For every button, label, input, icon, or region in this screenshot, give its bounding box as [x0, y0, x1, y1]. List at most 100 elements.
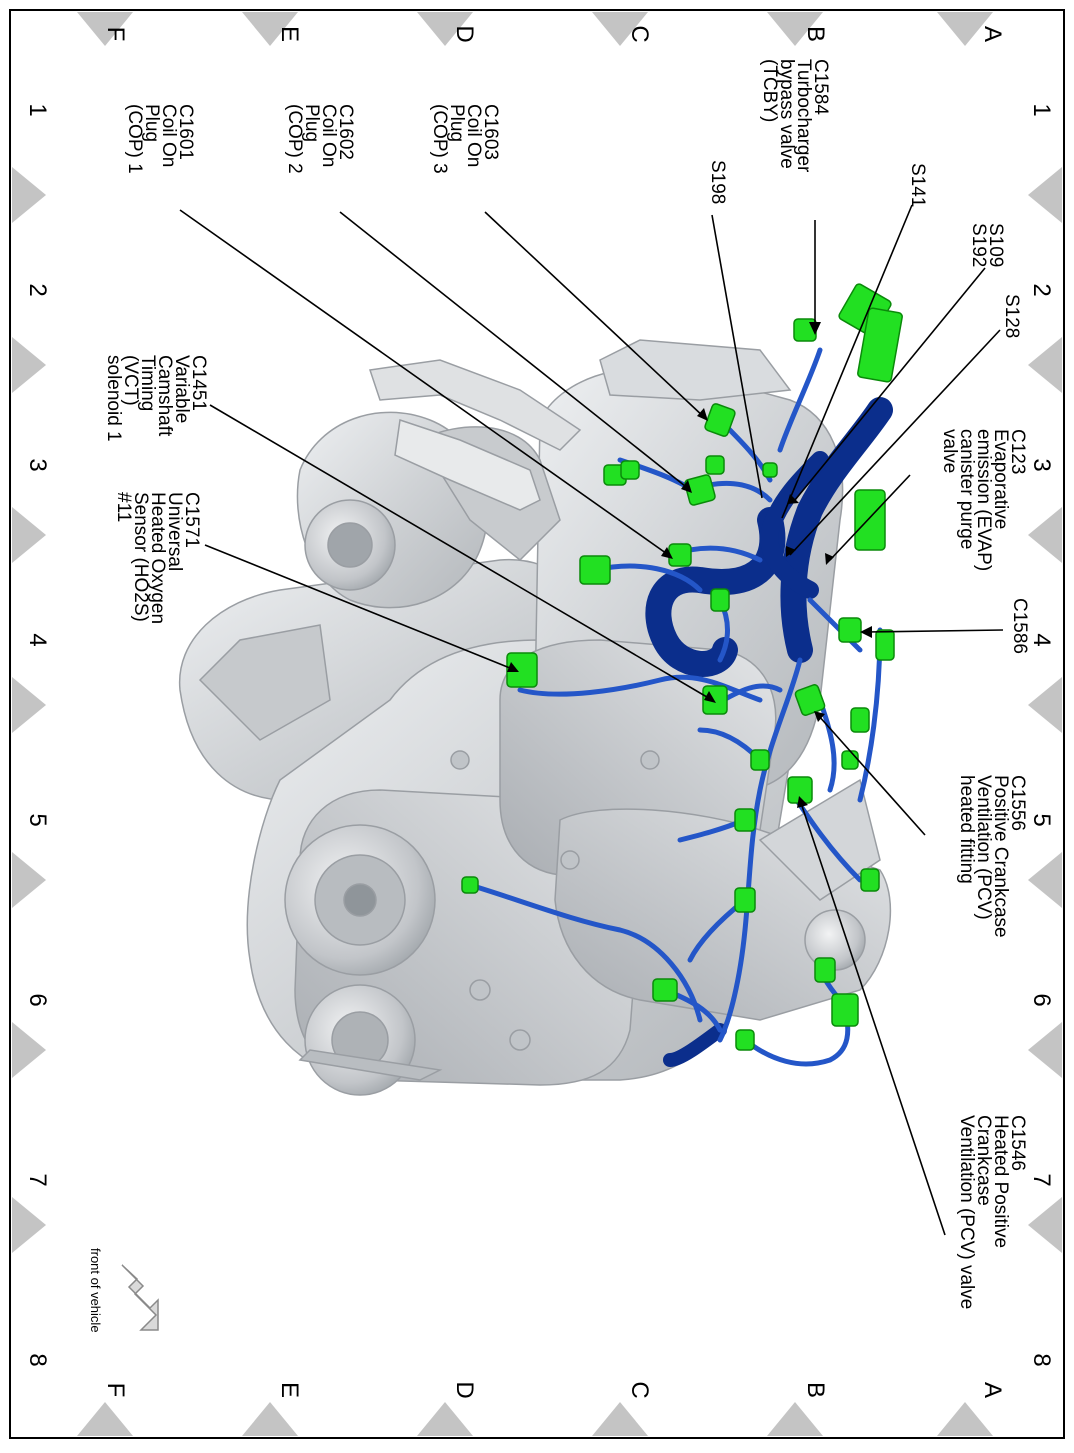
frame-triangle [242, 1402, 298, 1436]
callout-c1571-line-3: Sensor (HO2S) [130, 492, 151, 622]
callout-c1571-line-0: C1571 [181, 492, 202, 548]
callout-c1584-line-0: C1584 [810, 59, 831, 115]
grid-column-6: 6 [24, 993, 51, 1006]
callout-c1571-line-1: Universal [164, 492, 185, 571]
front-of-vehicle-label: front of vehicle [88, 1248, 103, 1333]
grid-column-2: 2 [24, 283, 51, 296]
grid-column-6: 6 [1028, 993, 1055, 1006]
direction-arrow-icon [121, 1264, 159, 1331]
leader-s141 [781, 204, 913, 519]
frame-triangle [1028, 337, 1062, 393]
grid-column-8: 8 [1028, 1353, 1055, 1366]
harness-branch-trunk-2 [760, 451, 829, 599]
callout-c1602-line-0: C1602 [335, 104, 356, 160]
leader-c1603 [484, 211, 706, 419]
callout-c1602-line-3: (COP) 2 [284, 104, 305, 174]
connector-icon [875, 629, 895, 661]
leader-c1546 [799, 799, 946, 1236]
grid-column-4: 4 [1028, 633, 1055, 646]
frame-triangle [592, 12, 648, 46]
frame-triangle [417, 1402, 473, 1436]
callout-s109-line-1: S192 [968, 223, 989, 267]
connector-icon [841, 750, 859, 770]
frame-triangle [12, 1197, 46, 1253]
callout-s198-line-0: S198 [707, 160, 728, 204]
connector-icon [854, 489, 886, 551]
grid-column-3: 3 [1028, 458, 1055, 471]
connector-icon [684, 474, 716, 506]
connector-icon [750, 749, 770, 771]
frame-triangle [1028, 167, 1062, 223]
connector-icon [735, 1029, 755, 1051]
grid-column-5: 5 [1028, 813, 1055, 826]
connector-icon [506, 652, 538, 688]
leader-s198 [711, 214, 763, 499]
callout-c1603-line-3: (COP) 3 [429, 104, 450, 174]
callout-c1584-line-1: Turbocharger [793, 59, 814, 173]
connector-icon [704, 403, 736, 437]
frame-triangle [1028, 507, 1062, 563]
leader-arrowheads [507, 322, 872, 808]
callout-c1546-line-3: Ventilation (PCV) valve [956, 1115, 977, 1309]
callout-c1451-line-4: (VCT) [120, 355, 141, 406]
callout-c1571-line-2: Heated Oxygen [147, 492, 168, 624]
frame-triangle [767, 12, 823, 46]
callout-c1556-line-3: heated fitting [956, 775, 977, 884]
callout-c1586-line-0: C1586 [1009, 598, 1030, 654]
leader-c1586 [864, 629, 1004, 633]
connector-icon [710, 588, 730, 612]
grid-row-e: E [276, 1382, 303, 1398]
connector-icon [668, 543, 692, 567]
connector-icon [620, 460, 640, 480]
frame-triangle [1028, 1022, 1062, 1078]
callout-c1603-line-1: Coil On [463, 104, 484, 167]
callout-c1602-line-2: Plug [301, 104, 322, 142]
grid-row-e: E [276, 26, 303, 42]
leader-c1602 [339, 211, 691, 491]
grid-row-d: D [451, 1381, 478, 1398]
callout-c1584-line-3: (TCBY) [759, 59, 780, 122]
callout-c1451-line-0: C1451 [188, 355, 209, 411]
frame-triangle [937, 12, 993, 46]
callout-c1556-line-2: Ventilation (PCV) [973, 775, 994, 920]
callout-c123-line-3: canister purge [956, 429, 977, 549]
frame-triangle-markers [12, 12, 1062, 1436]
frame-triangle [12, 1022, 46, 1078]
callout-c1601-line-2: Plug [141, 104, 162, 142]
connector-icon [838, 617, 862, 643]
leader-s128 [789, 329, 1001, 556]
callout-c1546-line-1: Heated Positive [990, 1115, 1011, 1248]
frame-triangle [1028, 1197, 1062, 1253]
leader-c1601 [179, 209, 671, 557]
grid-column-8: 8 [24, 1353, 51, 1366]
callout-c1451: C1451VariableCamshaftTiming(VCT)solenoid… [103, 355, 209, 442]
connector-icon [814, 957, 836, 983]
grid-row-f: F [102, 27, 129, 42]
callout-c1601-line-3: (COP) 1 [124, 104, 145, 174]
grid-column-2: 2 [1028, 283, 1055, 296]
callout-s141: S141 [907, 163, 928, 207]
grid-row-b: B [802, 26, 829, 42]
connector-icon [850, 707, 870, 733]
callout-c1451-line-5: solenoid 1 [103, 355, 124, 442]
front-of-vehicle-indicator: front of vehicle [88, 1248, 159, 1333]
frame-triangle [767, 1402, 823, 1436]
callout-c1601-line-0: C1601 [175, 104, 196, 160]
frame-triangle [1028, 677, 1062, 733]
connector-icon [579, 555, 611, 585]
grid-column-3: 3 [24, 458, 51, 471]
connector-icon [734, 887, 756, 913]
grid-column-7: 7 [1028, 1173, 1055, 1186]
grid-row-f: F [102, 1383, 129, 1398]
frame-triangle [77, 1402, 133, 1436]
callout-c1584-line-2: bypass valve [776, 59, 797, 169]
grid-row-c: C [626, 1381, 653, 1398]
